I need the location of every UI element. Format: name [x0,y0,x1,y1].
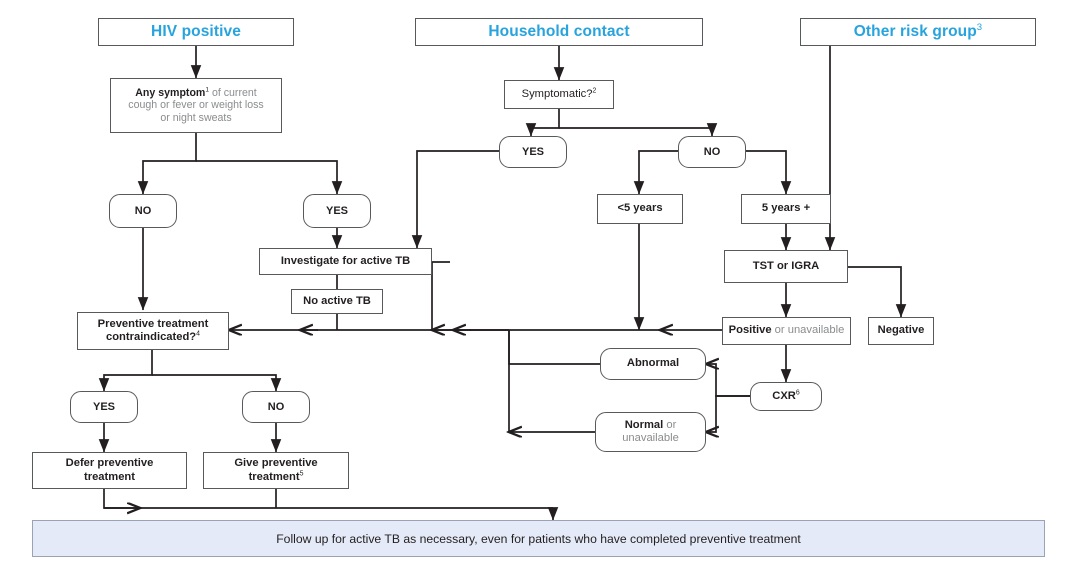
header-other-risk-group[interactable]: Other risk group3 [800,18,1036,46]
node-normal-or-unavailable-line1: Normal or [624,418,677,431]
node-investigate-active-tb-label: Investigate for active TB [280,254,411,267]
node-defer-line2: treatment [84,470,135,483]
node-under-5-years-label: <5 years [617,202,663,215]
footnote-ref-2: 2 [592,87,597,95]
node-hiv-no-label: NO [134,204,152,217]
node-no-active-tb[interactable]: No active TB [291,289,383,314]
node-normal-or-unavailable-line2: unavailable [622,432,679,444]
node-cxr-label: CXR6 [772,389,800,402]
node-contraindicated-yes[interactable]: YES [70,391,138,423]
node-household-yes[interactable]: YES [499,136,567,168]
node-under-5-years[interactable]: <5 years [597,194,683,224]
node-preventive-treatment-contraindicated[interactable]: Preventive treatment contraindicated?4 [77,312,229,350]
node-symptomatic-label: Symptomatic?2 [521,87,597,100]
node-positive-or-unavailable-label: Positive or unavailable [728,324,845,337]
header-household-contact-label: Household contact [488,22,630,40]
node-symptomatic[interactable]: Symptomatic?2 [504,80,614,109]
node-any-symptom[interactable]: Any symptom1 of current cough or fever o… [110,78,282,133]
node-tst-or-igra-label: TST or IGRA [752,259,820,272]
follow-up-banner-text: Follow up for active TB as necessary, ev… [276,531,801,546]
node-contraindicated-no-label: NO [267,400,285,413]
node-positive-or-unavailable[interactable]: Positive or unavailable [722,317,851,345]
node-negative[interactable]: Negative [868,317,934,345]
node-hiv-yes-label: YES [325,204,348,217]
node-5-years-plus-label: 5 years + [761,202,811,215]
node-contraindicated-yes-label: YES [92,400,115,413]
node-abnormal-label: Abnormal [626,357,680,370]
footnote-ref-1: 1 [205,86,209,94]
node-give-preventive-treatment[interactable]: Give preventive treatment5 [203,452,349,489]
node-5-years-plus[interactable]: 5 years + [741,194,831,224]
header-other-risk-group-label: Other risk group3 [853,21,983,40]
node-household-no-label: NO [703,145,721,158]
node-contraindicated-line1: Preventive treatment [97,317,209,330]
node-household-no[interactable]: NO [678,136,746,168]
node-defer-preventive-treatment[interactable]: Defer preventive treatment [32,452,187,489]
node-any-symptom-line3: or night sweats [160,111,232,124]
node-household-yes-label: YES [521,145,544,158]
node-any-symptom-line1: Any symptom1 of current [135,86,257,99]
node-defer-line1: Defer preventive [65,457,154,470]
node-abnormal[interactable]: Abnormal [600,348,706,380]
node-tst-or-igra[interactable]: TST or IGRA [724,250,848,283]
footnote-ref-6: 6 [795,389,800,397]
node-contraindicated-no[interactable]: NO [242,391,310,423]
node-hiv-yes[interactable]: YES [303,194,371,228]
node-investigate-active-tb[interactable]: Investigate for active TB [259,248,432,275]
node-negative-label: Negative [877,324,925,337]
node-give-line2: treatment5 [248,469,304,483]
footnote-ref-5: 5 [299,469,304,477]
footnote-ref-3: 3 [976,21,983,33]
header-household-contact[interactable]: Household contact [415,18,703,46]
node-hiv-no[interactable]: NO [109,194,177,228]
node-contraindicated-line2: contraindicated?4 [106,330,200,343]
node-any-symptom-line2: cough or fever or weight loss [128,99,264,112]
node-give-line1: Give preventive [234,457,318,470]
footnote-ref-4: 4 [196,330,200,338]
header-hiv-positive[interactable]: HIV positive [98,18,294,46]
follow-up-banner[interactable]: Follow up for active TB as necessary, ev… [32,520,1045,557]
node-cxr[interactable]: CXR6 [750,382,822,411]
header-hiv-positive-label: HIV positive [151,22,241,40]
node-normal-or-unavailable[interactable]: Normal or unavailable [595,412,706,452]
node-no-active-tb-label: No active TB [303,294,371,307]
